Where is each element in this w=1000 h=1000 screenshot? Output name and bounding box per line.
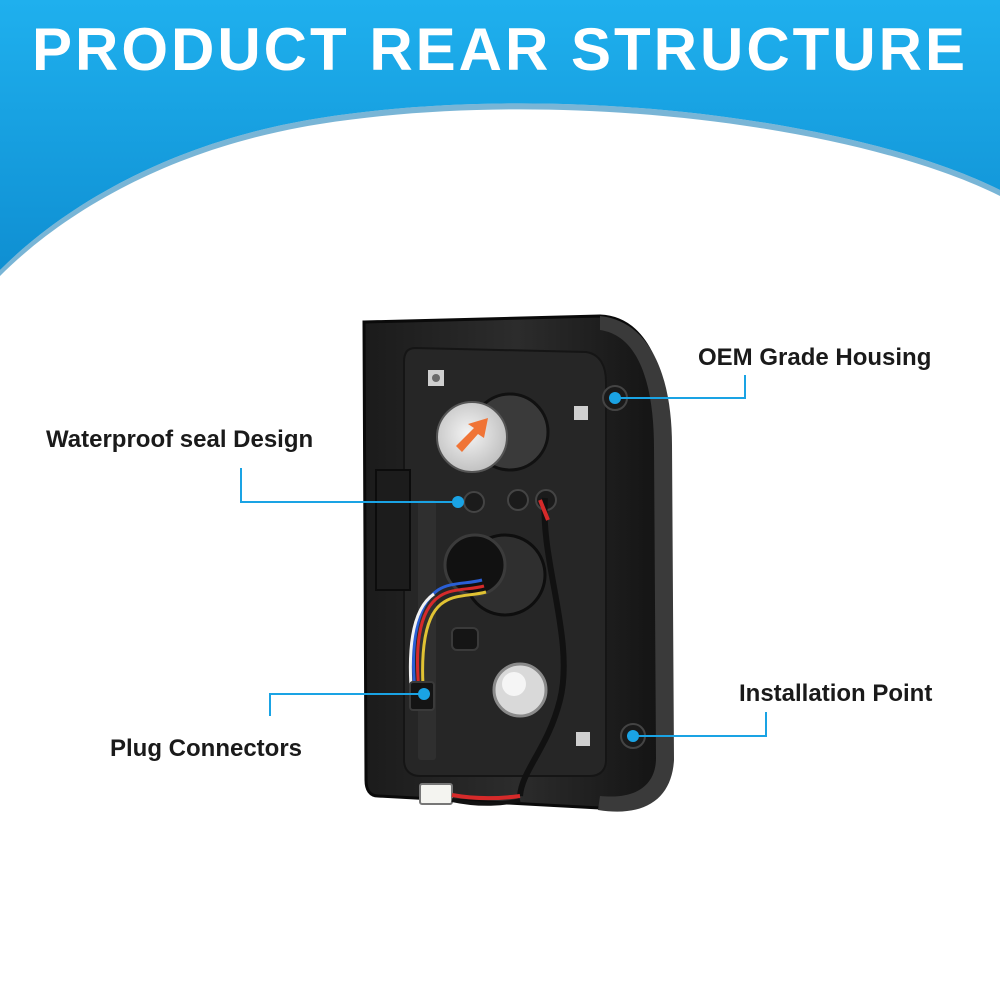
callout-plug-connectors xyxy=(269,688,430,716)
arrow-icon xyxy=(456,418,488,452)
label-installation-point: Installation Point xyxy=(739,680,933,707)
callout-dot xyxy=(609,392,621,404)
label-plug-connectors: Plug Connectors xyxy=(110,735,303,762)
page-title: PRODUCT REAR STRUCTURE xyxy=(32,16,968,83)
callout-dot xyxy=(627,730,639,742)
label-oem-housing: OEM Grade Housing xyxy=(698,344,932,371)
callout-oem-housing xyxy=(609,375,746,404)
callout-installation-point xyxy=(627,712,767,742)
label-waterproof-seal: Waterproof seal Design xyxy=(46,426,314,453)
tail-light-housing xyxy=(362,314,674,812)
callout-dot xyxy=(418,688,430,700)
callout-dot xyxy=(452,496,464,508)
header-banner xyxy=(0,0,1000,270)
callout-waterproof-seal xyxy=(240,468,464,508)
